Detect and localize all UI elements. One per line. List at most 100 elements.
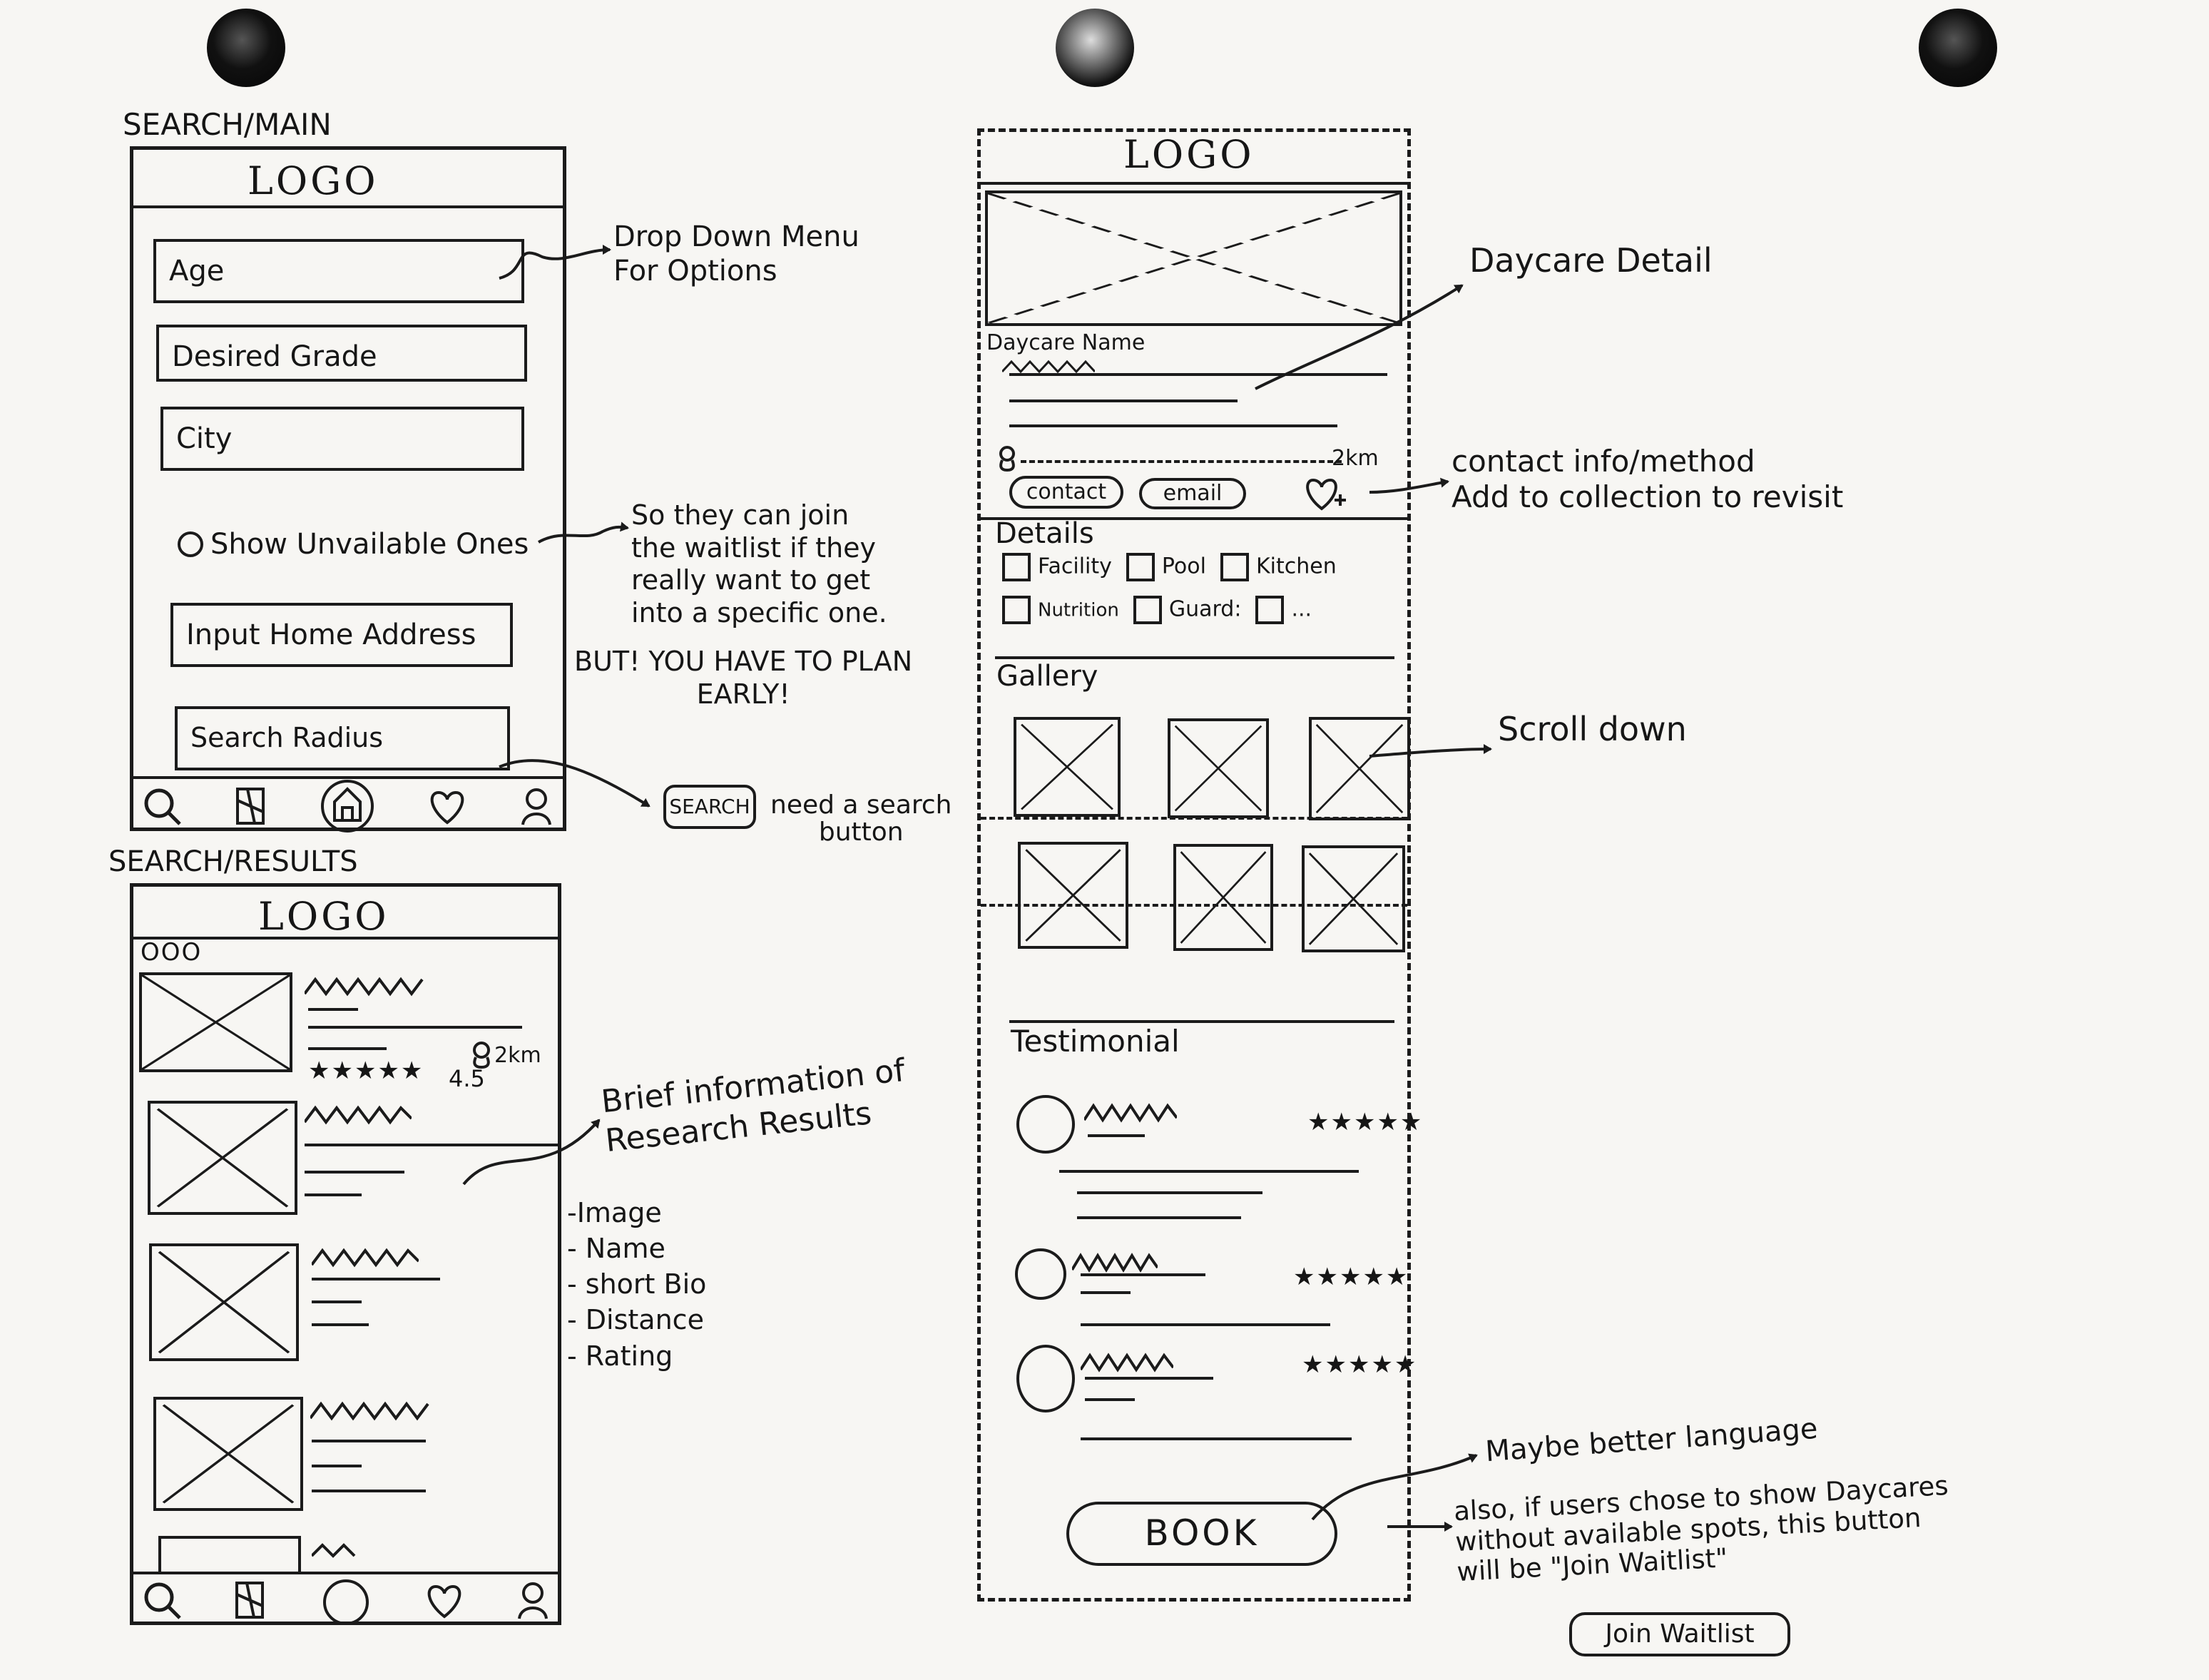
facility-checkbox[interactable]: Facility (1002, 553, 1112, 581)
result-name-scribble (312, 1248, 419, 1268)
result-image[interactable] (153, 1397, 303, 1511)
search-icon[interactable] (141, 1579, 183, 1622)
section-label-search-results: SEARCH/RESULTS (108, 845, 358, 878)
result-image-partial[interactable] (158, 1536, 301, 1572)
review-line (1081, 1273, 1205, 1276)
result-name-scribble (305, 977, 424, 997)
radio-icon[interactable] (178, 531, 203, 557)
gallery-image[interactable] (1302, 845, 1405, 952)
section-divider (1009, 1020, 1394, 1023)
result-bio-line (312, 1490, 426, 1492)
pool-checkbox[interactable]: Pool (1126, 553, 1206, 581)
gallery-image[interactable] (1014, 717, 1121, 817)
search-button-sketch[interactable]: SEARCH (663, 785, 756, 829)
review-line (1085, 1398, 1135, 1401)
email-button[interactable]: email (1139, 478, 1246, 509)
result-bio-line (305, 1171, 404, 1174)
home-address-input[interactable]: Input Home Address (170, 603, 513, 667)
map-icon[interactable] (233, 1579, 268, 1622)
nav-divider (133, 1572, 558, 1574)
book-button[interactable]: BOOK (1066, 1502, 1337, 1566)
detail-distance: 2km (1332, 446, 1379, 471)
add-to-collection-heart-icon[interactable] (1303, 476, 1347, 511)
review-line (1077, 1216, 1241, 1219)
result-bio-line (305, 1193, 362, 1196)
gallery-image[interactable] (1168, 718, 1269, 818)
search-radius-input[interactable]: Search Radius (175, 706, 510, 770)
result-distance: 2km (469, 1040, 541, 1070)
review-line (1081, 1437, 1352, 1440)
reviewer-name-scribble (1072, 1253, 1158, 1273)
kitchen-checkbox[interactable]: Kitchen (1220, 553, 1337, 581)
section-divider (981, 517, 1407, 520)
nav-divider (133, 776, 563, 779)
language-note: Maybe better language (1484, 1412, 1819, 1469)
reviewer-name-scribble (1081, 1353, 1173, 1373)
bottom-nav (141, 780, 554, 833)
result-stars: ★★★★★ (308, 1057, 424, 1085)
brief-info-item: - Distance (567, 1304, 704, 1336)
result-bio-line (312, 1323, 369, 1326)
home-icon[interactable] (317, 1575, 374, 1625)
result-bio-line (312, 1465, 362, 1467)
description-line (1009, 399, 1238, 402)
reviewer-avatar (1015, 1248, 1066, 1300)
join-waitlist-button-sketch[interactable]: Join Waitlist (1569, 1612, 1790, 1656)
gallery-image[interactable] (1018, 842, 1128, 949)
profile-icon[interactable] (519, 785, 554, 828)
review-line (1081, 1323, 1330, 1326)
review-line (1077, 1191, 1262, 1194)
search-icon[interactable] (141, 785, 183, 828)
nutrition-checkbox[interactable]: Nutrition (1002, 596, 1119, 624)
description-line (1009, 373, 1387, 376)
contact-button[interactable]: contact (1009, 476, 1123, 509)
details-checklist: Facility Pool Kitchen Nutrition Guard: .… (1002, 553, 1409, 624)
unavailable-note: So they can join the waitlist if they re… (631, 499, 887, 628)
result-image[interactable] (148, 1101, 297, 1215)
brief-info-item: - short Bio (567, 1268, 707, 1300)
contact-note: contact info/method Add to collection to… (1452, 444, 1844, 515)
daycare-detail-screen: LOGO Daycare Name 2km contact email Deta… (977, 128, 1422, 1602)
bottom-nav (141, 1575, 551, 1625)
punch-hole-left (207, 9, 285, 87)
scroll-fold-line (981, 904, 1407, 907)
result-rating: 4.5 (449, 1065, 485, 1092)
result-image[interactable] (149, 1243, 299, 1361)
logo: LOGO (248, 158, 379, 203)
search-button-note: need a search button (770, 790, 952, 847)
result-name-scribble (305, 1105, 412, 1125)
page-dots: OOO (141, 938, 203, 967)
result-image[interactable] (139, 972, 292, 1072)
address-line (1021, 460, 1342, 463)
location-pin-icon (473, 1042, 490, 1069)
map-icon[interactable] (233, 785, 269, 828)
show-unavailable-toggle[interactable]: Show Unvailable Ones (178, 528, 529, 561)
details-heading: Details (995, 517, 1094, 550)
home-icon[interactable] (319, 778, 376, 835)
plan-early-note: BUT! YOU HAVE TO PLAN EARLY! (574, 646, 913, 710)
brief-info-item: - Name (567, 1233, 665, 1265)
desired-grade-field[interactable]: Desired Grade (156, 325, 527, 382)
guard-checkbox[interactable]: Guard: (1133, 596, 1241, 624)
more-checkbox[interactable]: ... (1255, 596, 1312, 624)
punch-hole-center (1056, 9, 1134, 87)
result-bio-line (312, 1278, 440, 1281)
heart-icon[interactable] (423, 1581, 466, 1620)
brief-info-item: - Rating (567, 1340, 673, 1372)
scroll-fold-line (981, 817, 1407, 820)
show-unavailable-label: Show Unvailable Ones (210, 528, 529, 561)
heart-icon[interactable] (426, 787, 469, 826)
review-line (1059, 1170, 1359, 1173)
description-line (1009, 424, 1337, 427)
hero-image (985, 190, 1402, 326)
review-line (1088, 1134, 1145, 1137)
location-pin-icon (999, 446, 1015, 472)
gallery-image[interactable] (1173, 844, 1273, 951)
city-field[interactable]: City (160, 407, 524, 471)
result-bio-line (308, 1008, 358, 1011)
profile-icon[interactable] (515, 1579, 551, 1622)
dropdown-note: Drop Down Menu For Options (613, 220, 859, 287)
gallery-image[interactable] (1309, 717, 1410, 820)
age-dropdown[interactable]: Age (153, 239, 524, 303)
punch-hole-right (1919, 9, 1997, 87)
